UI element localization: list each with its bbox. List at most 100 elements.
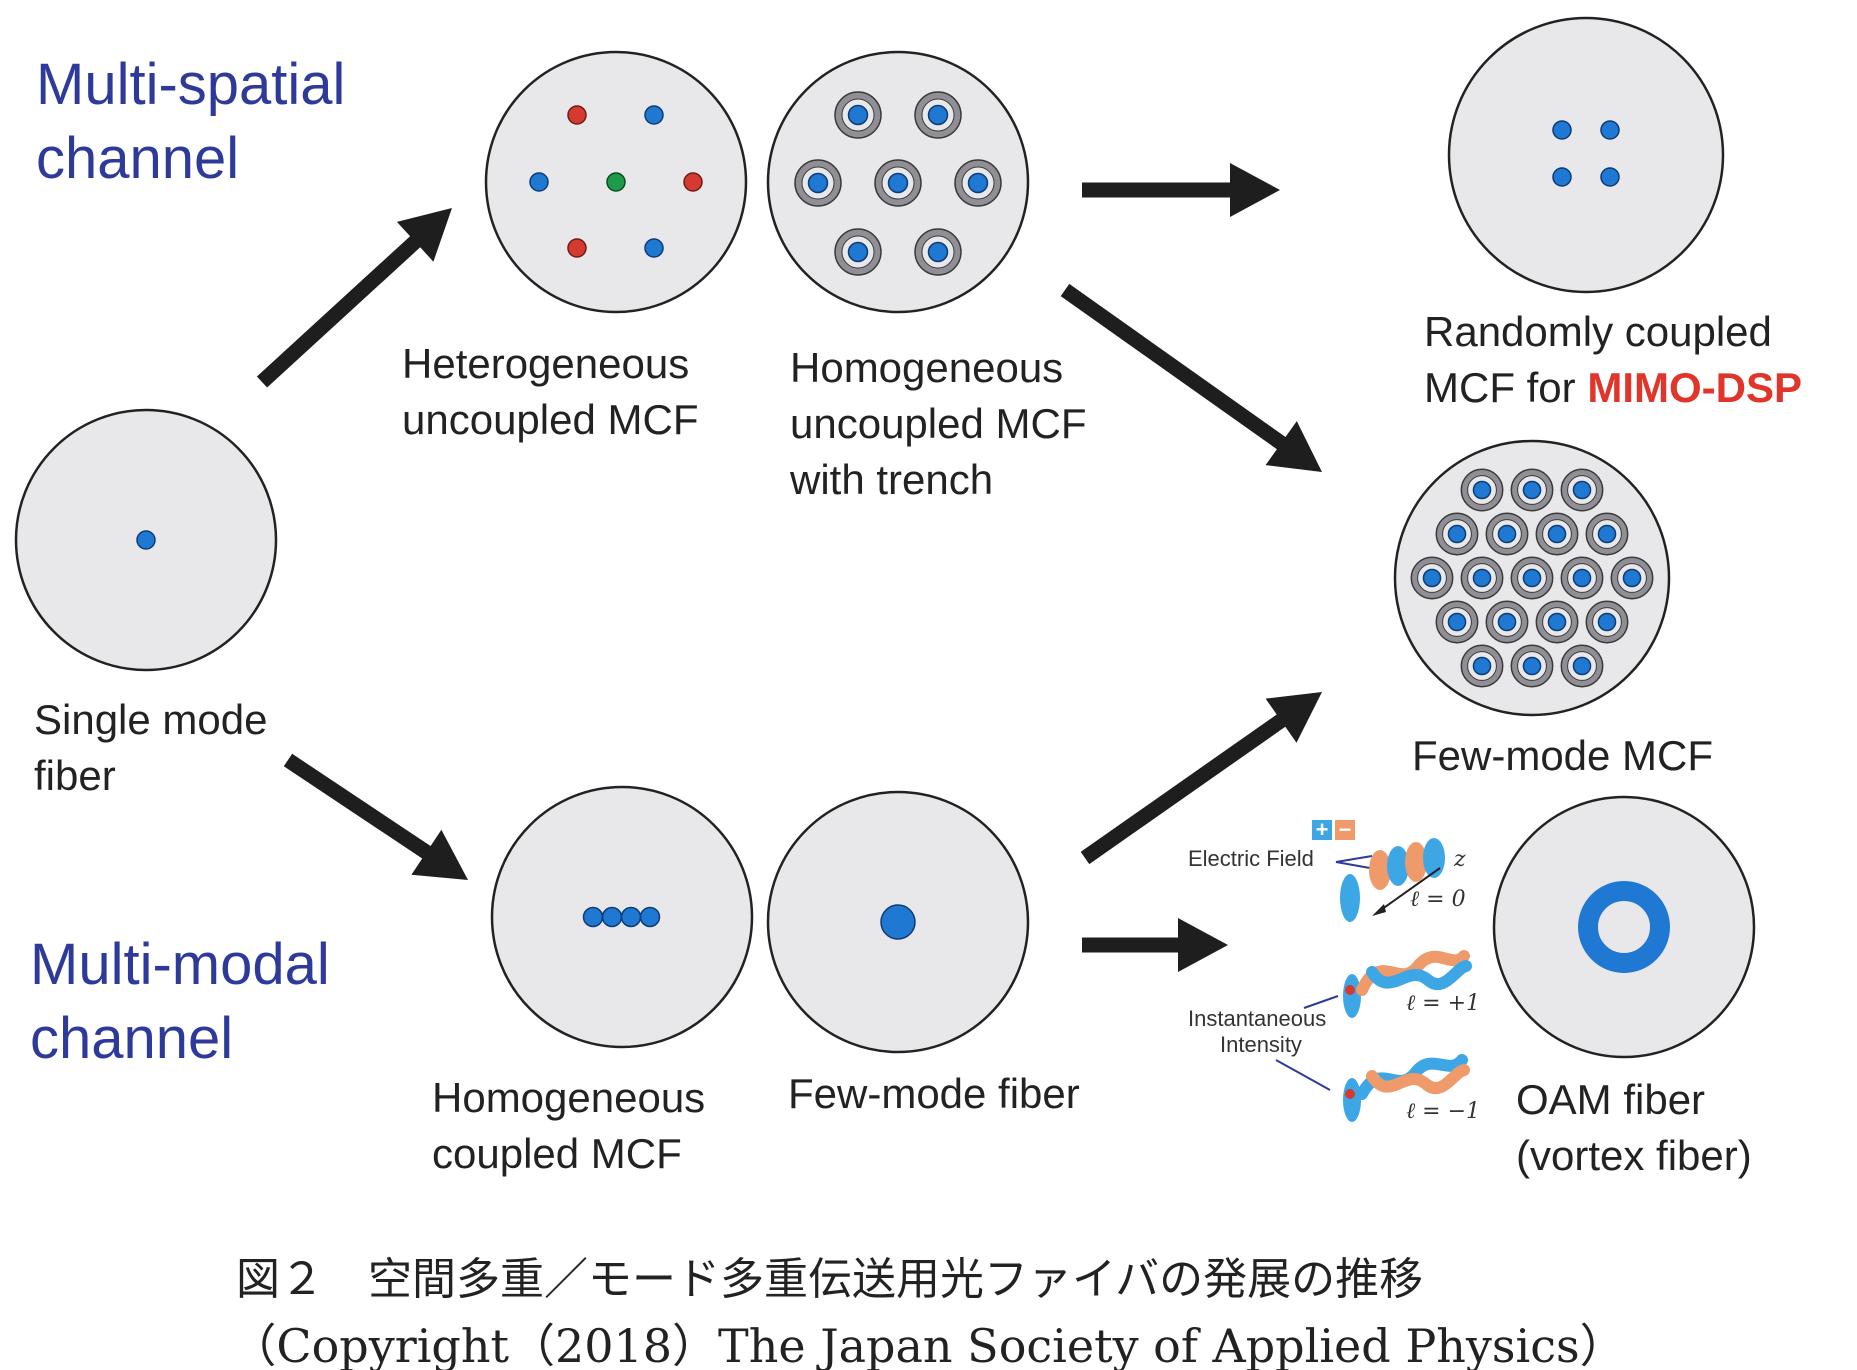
- label-line: Few-mode MCF: [1412, 732, 1713, 779]
- pointer-line: [1335, 861, 1371, 869]
- heterogeneous-mcf: [484, 50, 748, 314]
- intensity-spot: [1345, 985, 1355, 995]
- fiber-core: [601, 906, 623, 928]
- helix-strand: [1366, 1064, 1470, 1094]
- wavefront-disc: [1343, 1078, 1361, 1122]
- fiber-core: [847, 104, 869, 126]
- fiber-core: [1572, 568, 1592, 588]
- few-mode-fiber: [766, 790, 1030, 1054]
- wavefront-disc: [1343, 974, 1361, 1018]
- oam-fiber: [1492, 795, 1756, 1059]
- fiber-core: [1497, 612, 1517, 632]
- heading-multi-modal: Multi-modal channel: [30, 932, 346, 1071]
- label-line: coupled MCF: [432, 1130, 682, 1177]
- fiber-core: [1600, 120, 1620, 140]
- homogeneous-coupled-mcf: [490, 785, 754, 1049]
- fiber-core: [1522, 656, 1542, 676]
- z-axis-label: z: [1453, 847, 1466, 872]
- label-l0: ℓ = 0: [1410, 887, 1466, 912]
- pointer-line: [1275, 1059, 1331, 1091]
- fiber-core: [1597, 524, 1617, 544]
- label-heterogeneous-mcf: Heterogeneous uncoupled MCF: [402, 340, 701, 443]
- fiber-core: [1552, 167, 1572, 187]
- label-l-minus1: ℓ = −1: [1406, 1099, 1480, 1124]
- mode-l-plus1-wave: ℓ = +1: [1343, 950, 1480, 1018]
- arrow: [283, 753, 468, 880]
- label-homogeneous-coupled-mcf: Homogeneous coupled MCF: [432, 1074, 717, 1177]
- wavefront-disc: [1340, 874, 1360, 922]
- wave-lobe: [1405, 842, 1427, 882]
- label-few-mode-fiber: Few-mode fiber: [788, 1070, 1080, 1117]
- z-axis-arrowhead: [1372, 904, 1386, 916]
- core-blue: [529, 172, 549, 192]
- label-line: Heterogeneous: [402, 340, 689, 387]
- intensity-spot: [1345, 1089, 1355, 1099]
- arrow: [1082, 918, 1228, 972]
- transition-arrows: [256, 163, 1322, 972]
- fiber-core: [880, 904, 916, 940]
- core-red: [683, 172, 703, 192]
- fiber-core: [1447, 612, 1467, 632]
- fiber-core: [1552, 120, 1572, 140]
- core-red: [567, 105, 587, 125]
- fiber-core: [1572, 656, 1592, 676]
- fiber-core: [1622, 568, 1642, 588]
- figure-caption: 図２ 空間多重／モード多重伝送用光ファイバの発展の推移: [236, 1254, 1423, 1305]
- electric-field-label: Electric Field: [1188, 846, 1314, 871]
- fiber-core: [1472, 656, 1492, 676]
- fiber-core: [927, 104, 949, 126]
- label-line: uncoupled MCF: [790, 400, 1086, 447]
- label-oam-fiber: OAM fiber (vortex fiber): [1516, 1076, 1752, 1179]
- single-mode-fiber: [14, 408, 278, 672]
- arrow: [256, 208, 452, 388]
- core-blue: [644, 105, 664, 125]
- wave-lobe: [1387, 846, 1409, 886]
- fiber-core: [1572, 480, 1592, 500]
- pointer-line: [1303, 995, 1339, 1009]
- label-line: uncoupled MCF: [402, 396, 698, 443]
- fiber-core: [1522, 480, 1542, 500]
- fiber-core: [1422, 568, 1442, 588]
- heading-multi-spatial-line1: Multi-spatial: [36, 52, 345, 117]
- minus-box: [1335, 820, 1355, 840]
- fiber-core: [1472, 568, 1492, 588]
- label-line: with trench: [789, 456, 993, 503]
- core-red: [567, 238, 587, 258]
- fiber-core: [1497, 524, 1517, 544]
- label-line: OAM fiber: [1516, 1076, 1705, 1123]
- fiber-core: [927, 241, 949, 263]
- heading-multi-spatial: Multi-spatial channel: [36, 52, 362, 191]
- instantaneous-intensity-label: Instantaneous Intensity: [1188, 1006, 1332, 1057]
- label-homogeneous-trench-mcf: Homogeneous uncoupled MCF with trench: [789, 344, 1098, 503]
- label-line: Homogeneous: [432, 1074, 705, 1121]
- fiber-core: [1547, 524, 1567, 544]
- fiber-core: [1447, 524, 1467, 544]
- helix-strand: [1366, 960, 1472, 990]
- fiber-core: [639, 906, 661, 928]
- label-randomly-coupled-mcf: Randomly coupled MCF for MIMO-DSP: [1424, 308, 1802, 411]
- fiber-core: [1522, 568, 1542, 588]
- label-few-mode-mcf: Few-mode MCF: [1412, 732, 1713, 779]
- arrow: [1080, 692, 1322, 865]
- mode-l0-wave: z ℓ = 0: [1340, 838, 1466, 922]
- pointer-line: [1335, 855, 1373, 863]
- ring-core: [1578, 881, 1670, 973]
- z-axis-line: [1377, 867, 1441, 913]
- heading-multi-modal-line1: Multi-modal: [30, 932, 330, 997]
- copyright-caption: （Copyright（2018）The Japan Society of App…: [230, 1319, 1625, 1370]
- arrow: [1082, 163, 1280, 217]
- arrow: [1060, 283, 1322, 472]
- fiber-core: [807, 172, 829, 194]
- label-mimo-dsp: MIMO-DSP: [1587, 364, 1802, 411]
- label-line: (vortex fiber): [1516, 1132, 1752, 1179]
- label-line: Intensity: [1220, 1032, 1302, 1057]
- fiber-core: [887, 172, 909, 194]
- fiber-core: [1597, 612, 1617, 632]
- few-mode-mcf: [1393, 439, 1671, 717]
- label-line: fiber: [34, 752, 116, 799]
- fiber-cladding: [1447, 16, 1725, 294]
- fiber-core: [847, 241, 869, 263]
- plus-sign: +: [1316, 817, 1329, 842]
- fiber-core: [1472, 480, 1492, 500]
